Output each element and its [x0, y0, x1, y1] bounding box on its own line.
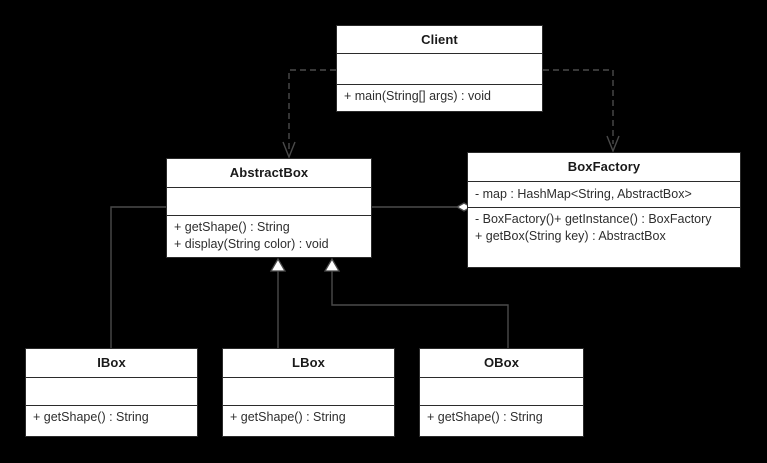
generalization-triangle [269, 257, 287, 272]
class-operations-abstractbox: + getShape() : String + display(String c… [167, 216, 371, 257]
class-box-boxfactory[interactable]: BoxFactory - map : HashMap<String, Abstr… [467, 152, 741, 268]
class-operations-boxfactory: - BoxFactory()+ getInstance() : BoxFacto… [468, 208, 740, 267]
class-name-lbox: LBox [223, 349, 394, 378]
operation-item: + getShape() : String [427, 410, 543, 424]
class-box-lbox[interactable]: LBox + getShape() : String [222, 348, 395, 437]
class-attributes-client [337, 54, 542, 85]
operation-item: + display(String color) : void [174, 237, 329, 251]
class-operations-lbox: + getShape() : String [223, 406, 394, 436]
class-name-client: Client [337, 26, 542, 54]
class-name-boxfactory: BoxFactory [468, 153, 740, 182]
class-attributes-boxfactory: - map : HashMap<String, AbstractBox> [468, 182, 740, 208]
class-attributes-abstractbox [167, 188, 371, 216]
class-attributes-ibox [26, 378, 197, 406]
class-box-ibox[interactable]: IBox + getShape() : String [25, 348, 198, 437]
class-box-abstractbox[interactable]: AbstractBox + getShape() : String + disp… [166, 158, 372, 258]
class-name-obox: OBox [420, 349, 583, 378]
class-operations-ibox: + getShape() : String [26, 406, 197, 436]
edge-obox-to-abstractbox [323, 257, 509, 348]
edge-client-to-boxfactory [543, 69, 620, 153]
class-name-ibox: IBox [26, 349, 197, 378]
attribute-item: - map : HashMap<String, AbstractBox> [475, 187, 692, 201]
class-attributes-obox [420, 378, 583, 406]
operation-item: + getShape() : String [33, 410, 149, 424]
class-box-obox[interactable]: OBox + getShape() : String [419, 348, 584, 437]
class-operations-obox: + getShape() : String [420, 406, 583, 436]
edge-lbox-to-abstractbox [269, 257, 287, 348]
edge-client-to-abstractbox [282, 69, 336, 159]
edge-boxfactory-to-abstractbox [372, 202, 473, 212]
operation-item: - BoxFactory()+ getInstance() : BoxFacto… [475, 212, 712, 226]
operation-item: + getBox(String key) : AbstractBox [475, 229, 666, 243]
class-operations-client: + main(String[] args) : void [337, 85, 542, 111]
operation-item: + main(String[] args) : void [344, 89, 491, 103]
class-box-client[interactable]: Client + main(String[] args) : void [336, 25, 543, 112]
operation-item: + getShape() : String [174, 220, 290, 234]
class-name-abstractbox: AbstractBox [167, 159, 371, 188]
generalization-triangle [323, 257, 341, 272]
class-attributes-lbox [223, 378, 394, 406]
operation-item: + getShape() : String [230, 410, 346, 424]
